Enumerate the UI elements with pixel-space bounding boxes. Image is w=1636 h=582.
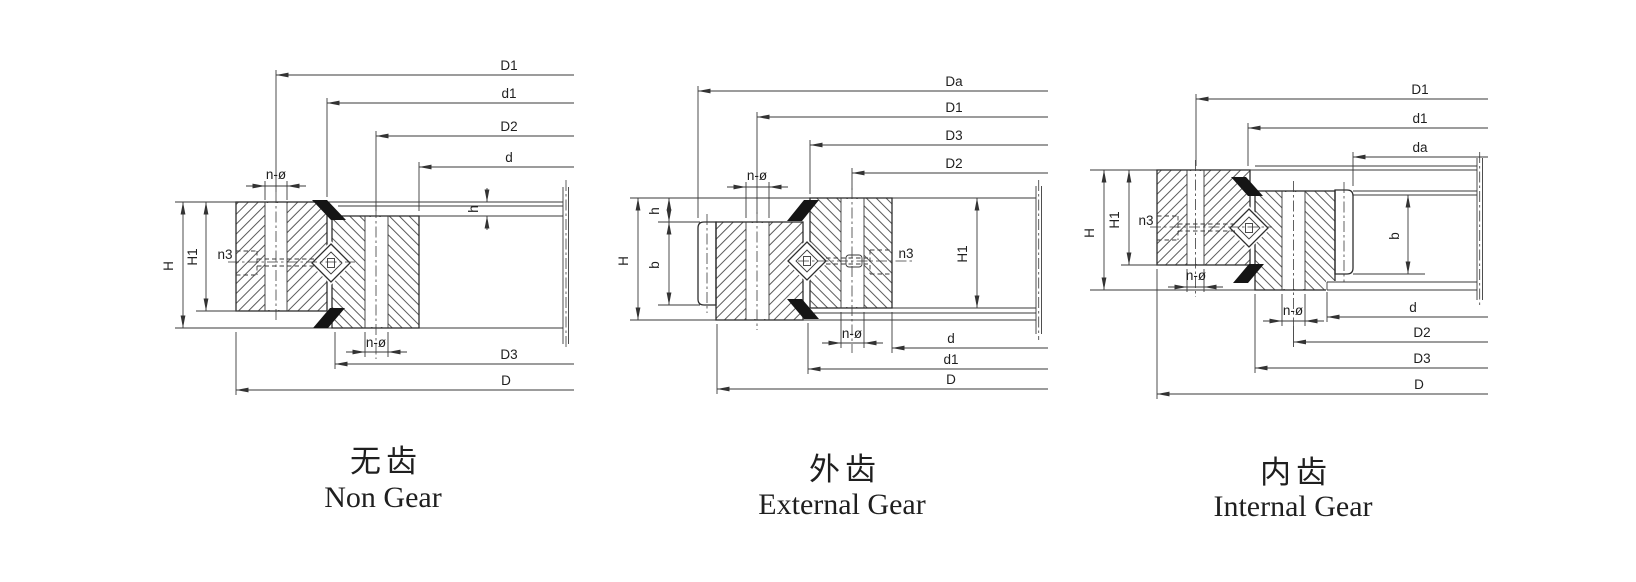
bearing-section (175, 180, 569, 359)
bolt-hole (365, 217, 388, 327)
bolt-hole (1187, 171, 1204, 264)
dim-label-H: H (161, 261, 176, 271)
seal-bottom (787, 299, 819, 319)
outer-ring (697, 212, 804, 330)
dim-label-D: D (1414, 377, 1424, 392)
dim-label-D1: D1 (1411, 82, 1428, 97)
dim-label-H1: H1 (185, 248, 200, 265)
dimensions: Da D1 D3 D2 n-ø H h (616, 74, 1048, 394)
dim-label-D: D (501, 373, 511, 388)
dim-label-D2: D2 (945, 156, 962, 171)
diagram-external-gear: Da D1 D3 D2 n-ø H h (616, 74, 1048, 521)
dim-label-H1: H1 (955, 245, 970, 262)
dim-label-da: da (1412, 140, 1428, 155)
inner-ring (1254, 181, 1354, 326)
grease-fitting (228, 250, 355, 276)
grease-fitting (1150, 215, 1272, 241)
dim-label-D3: D3 (1413, 351, 1430, 366)
dim-label-d1: d1 (501, 86, 516, 101)
dim-label-b: b (647, 261, 662, 269)
dim-label-h: h (466, 205, 481, 213)
bolt-hole (841, 199, 864, 307)
dim-label-n3: n3 (217, 247, 232, 262)
caption-non-gear: 无齿 Non Gear (324, 444, 441, 514)
dim-label-d: d (505, 150, 513, 165)
bolt-hole (746, 223, 769, 319)
dim-label-n-phi-top: n-ø (266, 167, 286, 182)
dim-label-n3: n3 (1138, 213, 1153, 228)
bearing-section (630, 180, 1042, 353)
seal-top (1231, 177, 1263, 196)
caption-zh: 外齿 (809, 452, 881, 487)
caption-zh: 内齿 (1260, 455, 1332, 490)
dim-label-d1: d1 (1412, 111, 1427, 126)
dim-label-D: D (946, 372, 956, 387)
gear-teeth (697, 221, 717, 306)
rotation-axis (1476, 152, 1483, 306)
dim-label-D3: D3 (945, 128, 962, 143)
diagram-non-gear: D1 d1 D2 d n-ø h H (161, 58, 574, 514)
caption-en: Non Gear (324, 481, 441, 514)
dim-label-b: b (1387, 232, 1402, 240)
outer-ring (1156, 160, 1251, 297)
bearing-section (1090, 152, 1483, 326)
caption-external-gear: 外齿 External Gear (758, 452, 925, 521)
dim-label-H: H (1082, 228, 1097, 238)
seal-bottom (313, 308, 345, 328)
dim-label-n-phi-bottom: n-ø (366, 335, 386, 350)
rotation-axis (562, 180, 569, 350)
dim-label-d1: d1 (943, 352, 958, 367)
dim-label-D1: D1 (500, 58, 517, 73)
caption-en: External Gear (758, 488, 925, 521)
caption-internal-gear: 内齿 Internal Gear (1213, 455, 1372, 523)
dim-label-D1: D1 (945, 100, 962, 115)
dim-label-n-phi-bottom: n-ø (1283, 303, 1303, 318)
dim-label-d: d (1409, 300, 1417, 315)
dim-label-H1: H1 (1107, 211, 1122, 228)
seal-bottom (1233, 264, 1264, 283)
dim-label-n-phi-left: n-ø (1186, 268, 1206, 283)
dim-label-n-phi-top: n-ø (747, 168, 767, 183)
dim-label-D2: D2 (500, 119, 517, 134)
dim-label-n-phi-bottom: n-ø (842, 326, 862, 341)
inner-ring (331, 207, 420, 359)
dim-label-h: h (647, 207, 662, 215)
gear-teeth (1334, 189, 1354, 275)
dim-label-H: H (616, 256, 631, 266)
caption-zh: 无齿 (350, 444, 422, 479)
rotation-axis (1035, 180, 1042, 340)
dim-label-D2: D2 (1413, 325, 1430, 340)
dim-label-D3: D3 (500, 347, 517, 362)
outer-ring (235, 192, 328, 321)
seal-top (312, 200, 346, 220)
caption-en: Internal Gear (1213, 490, 1372, 523)
dimensions: D1 d1 da H H1 n3 n-ø (1082, 82, 1488, 399)
grease-fitting (798, 249, 912, 275)
roller (309, 241, 353, 285)
diagram-internal-gear: D1 d1 da H H1 n3 n-ø (1082, 82, 1488, 523)
seal-top (787, 200, 819, 221)
dimensions: D1 d1 D2 d n-ø h H (161, 58, 574, 395)
roller (1227, 206, 1271, 250)
dim-label-Da: Da (945, 74, 963, 89)
dim-label-n3: n3 (898, 246, 913, 261)
dim-label-d: d (947, 331, 955, 346)
